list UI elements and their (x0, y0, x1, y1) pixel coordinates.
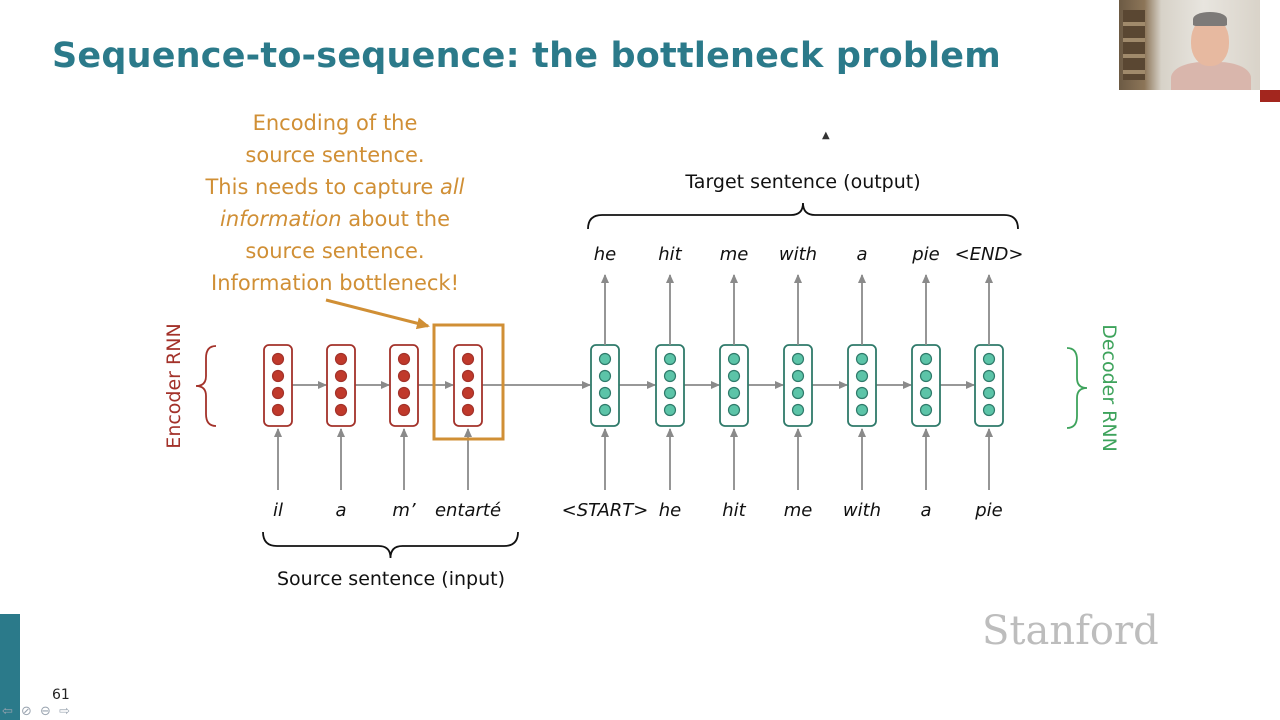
decoder-cell-unit (598, 352, 612, 366)
decoder-input-word: pie (974, 500, 1003, 521)
bookshelf (1123, 10, 1145, 80)
target-word: hit (658, 244, 682, 265)
decoder-input-word: with (843, 500, 881, 521)
encoder-cell-unit (334, 403, 348, 417)
decoder-cell-unit (982, 369, 996, 383)
decoder-cell-unit (663, 403, 677, 417)
encoder-cell-unit (461, 386, 475, 400)
decoder-cell-unit (598, 369, 612, 383)
annotation-emphasis: all (439, 175, 465, 199)
encoder-cell-unit (271, 386, 285, 400)
encoder-cell-unit (397, 369, 411, 383)
decoder-cell-unit (727, 386, 741, 400)
source-brace (262, 531, 519, 559)
encoder-cell-unit (397, 352, 411, 366)
decoder-cell-unit (663, 352, 677, 366)
decoder-cell-unit (663, 369, 677, 383)
target-word: pie (911, 244, 940, 265)
encoder-cell (389, 344, 419, 427)
encoder-cell-unit (334, 386, 348, 400)
encoder-brace (195, 345, 217, 427)
mouse-cursor-icon: ▲ (822, 130, 830, 141)
decoder-cell-unit (855, 403, 869, 417)
decoder-label: Decoder RNN (1098, 324, 1120, 452)
slide-title: Sequence-to-sequence: the bottleneck pro… (52, 36, 1001, 76)
encoder-cell-unit (271, 352, 285, 366)
source-word: m’ (392, 500, 416, 521)
bottleneck-highlight-box (432, 323, 505, 441)
source-word: il (273, 500, 283, 521)
encoder-cell-unit (461, 403, 475, 417)
source-sentence-label: Source sentence (input) (277, 568, 505, 590)
encoder-cell (326, 344, 356, 427)
target-word: with (779, 244, 817, 265)
source-word: a (335, 500, 346, 521)
stanford-logo: Stanford (982, 608, 1159, 654)
decoder-cell-unit (982, 386, 996, 400)
decoder-cell-unit (727, 403, 741, 417)
annotation-emphasis: information (220, 207, 342, 231)
slide-nav-icons[interactable]: ⇦ ⊘ ⊖ ⇨ (2, 704, 72, 719)
encoder-cell-unit (271, 369, 285, 383)
webcam-presenter (1119, 0, 1260, 90)
encoder-cell (453, 344, 483, 427)
annotation-line: source sentence. (245, 143, 425, 167)
target-sentence-label: Target sentence (output) (684, 171, 920, 193)
encoder-cell (263, 344, 293, 427)
decoder-input-word: hit (722, 500, 746, 521)
decoder-cell-unit (855, 386, 869, 400)
decoder-cell-unit (727, 369, 741, 383)
decoder-cell-unit (919, 369, 933, 383)
footer-accent-bar (0, 614, 20, 720)
corner-accent (1260, 90, 1280, 102)
decoder-cell-unit (919, 352, 933, 366)
decoder-input-word: <START> (562, 500, 649, 521)
annotation-line: Encoding of the (252, 111, 418, 135)
page-number: 61 (52, 687, 70, 703)
decoder-cell-unit (791, 403, 805, 417)
annotation-arrow (325, 298, 430, 330)
decoder-cell-unit (598, 403, 612, 417)
encoder-cell-unit (461, 369, 475, 383)
decoder-input-word: a (920, 500, 931, 521)
source-word: entarté (435, 500, 501, 521)
decoder-cell-unit (919, 386, 933, 400)
annotation-line: Information bottleneck! (211, 271, 459, 295)
decoder-cell-unit (855, 352, 869, 366)
annotation-line: source sentence. (245, 239, 425, 263)
encoder-cell-unit (461, 352, 475, 366)
decoder-cell-unit (982, 352, 996, 366)
target-word: me (720, 244, 749, 265)
decoder-cell-unit (982, 403, 996, 417)
presenter-hair (1193, 12, 1227, 26)
decoder-cell-unit (663, 386, 677, 400)
target-word: <END> (955, 244, 1024, 265)
target-word: he (594, 244, 616, 265)
encoder-label: Encoder RNN (163, 323, 185, 448)
decoder-cell-unit (791, 352, 805, 366)
encoder-cell-unit (397, 403, 411, 417)
decoder-cell-unit (855, 369, 869, 383)
decoder-cell-unit (598, 386, 612, 400)
decoder-brace (1066, 347, 1088, 429)
decoder-cell-unit (919, 403, 933, 417)
decoder-cell-unit (791, 369, 805, 383)
encoder-cell-unit (334, 369, 348, 383)
encoder-cell-unit (334, 352, 348, 366)
annotation-line: This needs to capture all (205, 175, 465, 199)
decoder-input-word: he (659, 500, 681, 521)
encoder-cell-unit (271, 403, 285, 417)
annotation-line: information about the (220, 207, 450, 231)
decoder-cell-unit (727, 352, 741, 366)
decoder-cell-unit (791, 386, 805, 400)
target-word: a (856, 244, 867, 265)
target-brace (587, 202, 1019, 230)
presenter-body (1171, 62, 1251, 90)
decoder-input-word: me (784, 500, 813, 521)
encoder-cell-unit (397, 386, 411, 400)
